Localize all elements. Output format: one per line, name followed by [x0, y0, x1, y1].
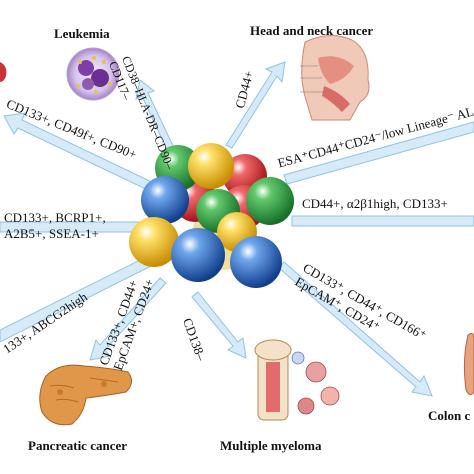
- sphere-blue: [141, 176, 189, 224]
- brain-markers: CD133+, BCRP1+, A2B5+, SSEA-1+: [4, 210, 106, 241]
- arrow-to-head-neck: [225, 61, 286, 149]
- organ-fragment-left-icon: [0, 62, 7, 82]
- arrow-to-colon: [278, 261, 433, 397]
- pancreas-icon: [39, 364, 132, 426]
- sphere-blue: [171, 228, 225, 282]
- colon-title: Colon c: [428, 408, 471, 423]
- head-neck-anatomy-icon: [300, 35, 370, 121]
- colon-icon: [463, 332, 474, 396]
- arrow-to-myeloma: [191, 291, 247, 359]
- sphere-blue: [230, 236, 282, 288]
- arrow-to-prostate: [291, 215, 474, 227]
- pancreatic-title: Pancreatic cancer: [28, 438, 128, 453]
- sphere-yellow: [129, 217, 179, 267]
- myeloma-title: Multiple myeloma: [220, 438, 322, 453]
- myeloma-bone-icon: [254, 339, 340, 421]
- sphere-green: [246, 177, 294, 225]
- arrow-to-ovarian: [3, 112, 161, 195]
- arrows: [0, 61, 474, 397]
- stem-cell-cluster: [129, 143, 294, 288]
- leukemia-cell-icon: [66, 47, 120, 101]
- leukemia-title: Leukemia: [54, 26, 110, 41]
- arrow-to-pancreatic: [89, 277, 167, 361]
- prostate-markers: CD44+, α2β1high, CD133+: [302, 196, 448, 211]
- sphere-yellow: [188, 143, 234, 189]
- arrow-to-breast: [283, 121, 474, 185]
- arrow-to-leukemia: [135, 79, 175, 153]
- head-neck-title: Head and neck cancer: [250, 23, 374, 38]
